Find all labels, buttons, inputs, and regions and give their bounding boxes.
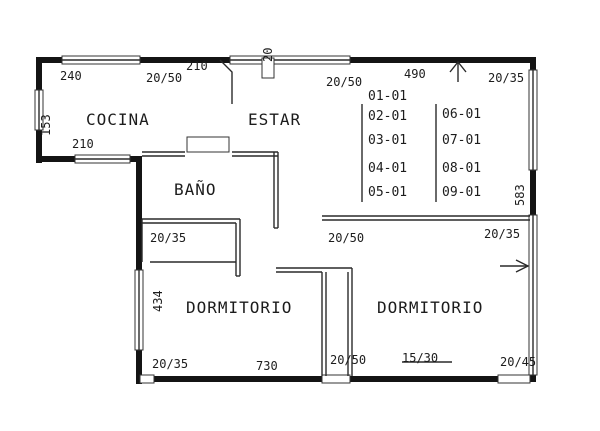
dimension-label: 20/35: [484, 227, 521, 241]
dimension-label: 240: [60, 69, 82, 83]
unit-number: 05-01: [368, 185, 408, 200]
interior-walls: [141, 57, 530, 376]
dimension-label: 20/35: [150, 231, 187, 245]
dimension-label: 20/50: [330, 353, 367, 367]
dimension-label: 20/35: [488, 71, 525, 85]
unit-number: 03-01: [368, 133, 408, 148]
dimension-label: 20/45: [500, 355, 537, 369]
room-label-bano: BAÑO: [174, 180, 217, 199]
unit-number: 09-01: [442, 185, 482, 200]
door-arrows: [219, 59, 530, 363]
dimension-label: 15/30: [402, 351, 439, 365]
dimension-label: 490: [404, 67, 426, 81]
dimension-label: 210: [72, 137, 94, 151]
dimension-label: 153: [39, 114, 53, 136]
unit-number: 07-01: [442, 133, 482, 148]
unit-number: 01-01: [368, 89, 408, 104]
room-label-cocina: COCINA: [86, 110, 150, 129]
unit-number: 06-01: [442, 107, 482, 122]
dimension-label: 20/50: [326, 75, 363, 89]
dimension-label: 20: [261, 47, 275, 62]
dimension-label: 20/35: [152, 357, 189, 371]
room-label-dormitorio-right: DORMITORIO: [377, 298, 484, 317]
dimension-label: 583: [513, 184, 527, 206]
unit-number: 02-01: [368, 109, 408, 124]
room-label-dormitorio-left: DORMITORIO: [186, 298, 293, 317]
unit-list-lines: [361, 104, 437, 202]
dimension-label: 20/50: [328, 231, 365, 245]
room-label-estar: ESTAR: [248, 110, 302, 129]
dimension-label: 434: [151, 290, 165, 312]
dimension-label: 210: [186, 59, 208, 73]
unit-number: 08-01: [442, 161, 482, 176]
unit-number: 04-01: [368, 161, 408, 176]
windows: [34, 55, 538, 384]
dimension-label: 20/50: [146, 71, 183, 85]
dimension-label: 730: [256, 359, 278, 373]
